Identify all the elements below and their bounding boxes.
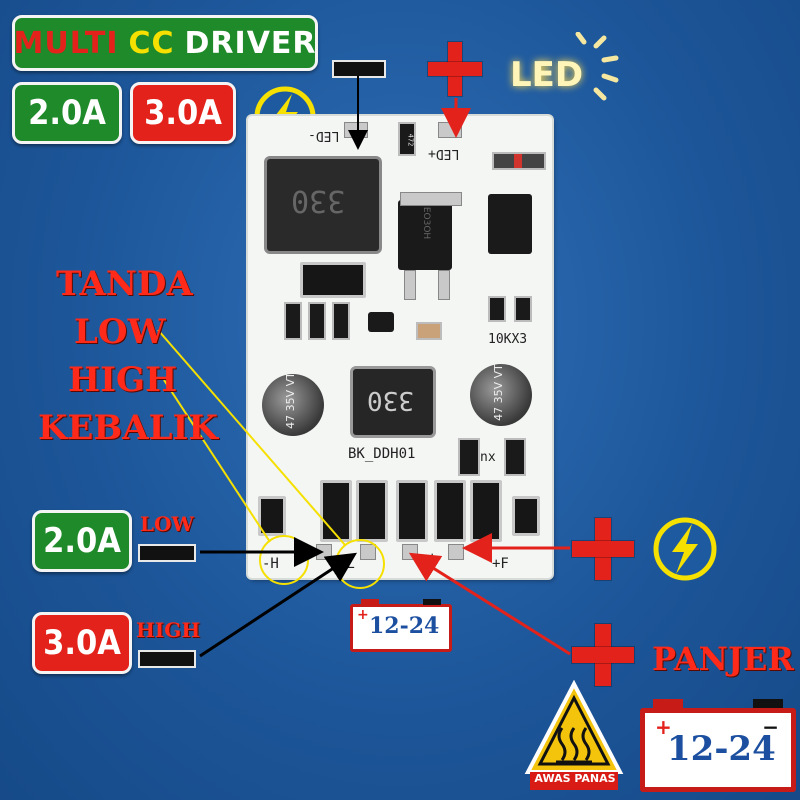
pad-l[interactable] xyxy=(360,544,376,560)
plus-sign xyxy=(428,42,482,96)
battery-small-icon: + 12-24 xyxy=(350,599,452,652)
warning-line-4: KEBALIK xyxy=(38,408,218,448)
mosfet-pin xyxy=(438,270,450,300)
model-label: BK_DDH01 xyxy=(348,446,416,462)
battery-small-label: 12-24 xyxy=(369,613,440,639)
resistor xyxy=(488,296,506,322)
low-label: LOW xyxy=(140,512,194,536)
resistor xyxy=(458,438,480,476)
title-multi: MULTI xyxy=(13,25,119,61)
amp-2a-low-badge: 2.0A xyxy=(32,510,132,572)
resistor xyxy=(284,302,302,340)
capacitor-smd xyxy=(416,322,442,340)
resistor xyxy=(308,302,326,340)
mosfet-pin xyxy=(404,270,416,300)
plus-sign-fan xyxy=(572,518,634,580)
resistor xyxy=(504,438,526,476)
pin-h-label: -H xyxy=(262,556,279,572)
title-driver: DRIVER xyxy=(184,25,317,61)
led-glow-icon xyxy=(575,32,619,101)
resistor xyxy=(398,122,416,156)
controller-ic xyxy=(488,194,532,254)
inductor-small: 330 xyxy=(350,366,436,438)
high-label: HIGH xyxy=(136,618,201,642)
inductor-330: 330 xyxy=(264,156,382,254)
title-banner: MULTI CC DRIVER xyxy=(12,15,318,71)
smd-diode xyxy=(356,480,388,542)
driver-pcb: LED- LED+ 472 330 EO3OH 10KX3 47 35V VT … xyxy=(248,116,552,578)
capacitor-left xyxy=(262,374,324,436)
minus-sign-high xyxy=(138,650,196,668)
smd-diode xyxy=(512,496,540,536)
amp-3a-badge: 3.0A xyxy=(130,82,236,144)
minus-sign-low xyxy=(138,544,196,562)
resistor xyxy=(332,302,350,340)
warning-line-1: TANDA xyxy=(56,264,193,304)
mosfet: EO3OH xyxy=(398,200,452,270)
res-code-label: 10KX3 xyxy=(488,332,528,347)
amp-2a-badge: 2.0A xyxy=(12,82,122,144)
panjer-label: PANJER xyxy=(652,640,794,678)
smd-diode xyxy=(434,480,466,542)
lightning-icon-right xyxy=(653,517,717,581)
warning-line-3: HIGH xyxy=(68,360,178,400)
battery-large-label: 12-24 xyxy=(667,729,776,769)
amp-3a-high-badge: 3.0A xyxy=(32,612,132,674)
zener-diode xyxy=(492,152,546,170)
resistor xyxy=(514,296,532,322)
smd-diode xyxy=(470,480,502,542)
schottky-diode xyxy=(300,262,366,298)
warning-line-2: LOW xyxy=(74,312,166,352)
smd-diode xyxy=(320,480,352,542)
pin-f-label: +F xyxy=(492,556,509,572)
led-label: LED xyxy=(510,55,584,95)
plus-sign-panjer xyxy=(572,624,634,686)
heat-warning-label: AWAS PANAS xyxy=(534,772,616,785)
nx-label: nx xyxy=(480,450,496,465)
hot-surface-warning-icon xyxy=(524,680,624,790)
capacitor-right xyxy=(470,364,532,426)
small-ic xyxy=(368,312,394,332)
smd-diode xyxy=(396,480,428,542)
title-cc: CC xyxy=(128,25,175,61)
battery-large-icon: + − 12-24 xyxy=(640,699,796,792)
mosfet-tab xyxy=(400,192,462,206)
